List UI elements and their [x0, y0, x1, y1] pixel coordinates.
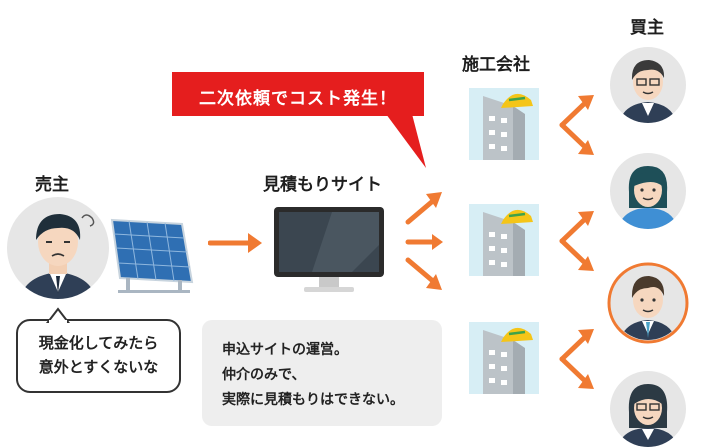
- speech-line-2: 意外とすくないな: [38, 358, 159, 376]
- buyer-avatar: [610, 153, 686, 229]
- buyer-avatar: [610, 47, 686, 123]
- arrows-to-buyers-icon: [559, 95, 594, 155]
- arrows-to-contractors-icon: [405, 192, 443, 290]
- buyer-avatar-highlighted: [607, 262, 689, 344]
- callout-box: [172, 72, 424, 116]
- speech-line-1: 現金化してみたら: [38, 334, 159, 352]
- arrow-to-site-icon: [208, 233, 262, 253]
- seller-label: 売主: [35, 175, 69, 195]
- solar-panel-icon: [110, 218, 194, 293]
- speech-tail: [46, 307, 70, 323]
- site-label: 見積もりサイト: [263, 175, 382, 195]
- seller-speech-bubble: 現金化してみたら 意外とすくないな: [16, 319, 181, 393]
- site-note-box: 申込サイトの運営。 仲介のみで、 実際に見積もりはできない。: [202, 320, 442, 426]
- note-line-1: 申込サイトの運営。: [222, 342, 348, 358]
- buyers-label: 買主: [630, 18, 664, 38]
- callout-text: 二次依頼でコスト発生！: [199, 89, 397, 109]
- buyer-avatar: [610, 371, 686, 447]
- arrows-to-buyers-icon: [559, 211, 594, 271]
- seller-avatar: [7, 197, 109, 299]
- cost-callout: 二次依頼でコスト発生！: [172, 72, 424, 127]
- contractor-building-icon: [469, 322, 539, 394]
- contractor-building-icon: [469, 204, 539, 276]
- contractors-label: 施工会社: [462, 55, 530, 75]
- monitor-icon: [274, 207, 384, 292]
- callout-tail: [386, 114, 426, 168]
- note-line-2: 仲介のみで、: [222, 367, 306, 383]
- arrows-to-buyers-icon: [559, 329, 594, 389]
- note-line-3: 実際に見積もりはできない。: [222, 392, 404, 408]
- contractor-building-icon: [469, 88, 539, 160]
